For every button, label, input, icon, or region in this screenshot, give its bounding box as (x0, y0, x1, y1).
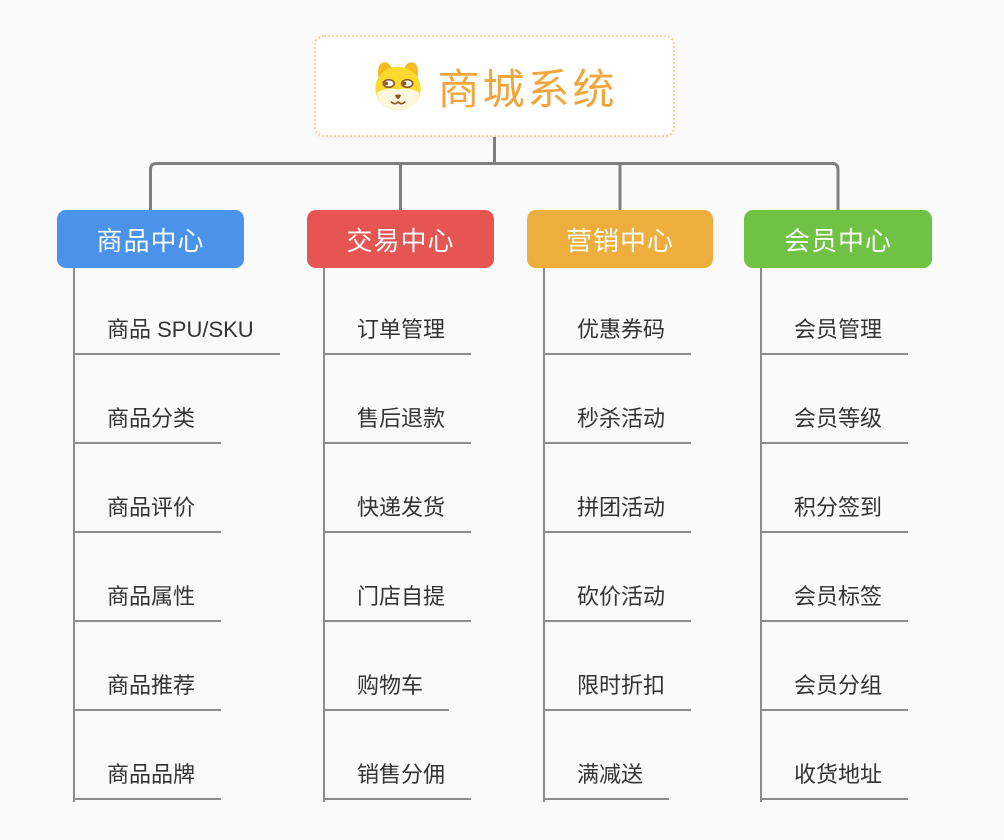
leaf-label: 商品评价 (73, 493, 222, 533)
leaf-label: 购物车 (323, 671, 450, 711)
leaf-item[interactable]: 售后退款 (323, 404, 472, 444)
leaf-item[interactable]: 会员管理 (760, 315, 909, 355)
leaf-label: 订单管理 (323, 315, 472, 355)
leaf-item[interactable]: 限时折扣 (543, 671, 692, 711)
leaf-item[interactable]: 商品分类 (73, 404, 222, 444)
leaf-item[interactable]: 积分签到 (760, 493, 909, 533)
leaf-label: 门店自提 (323, 582, 472, 622)
branch-node-member-center[interactable]: 会员中心 (744, 210, 932, 268)
branch-trunk-line (543, 268, 545, 802)
dog-face-icon (371, 60, 425, 112)
leaf-label: 砍价活动 (543, 582, 692, 622)
leaf-label: 收货地址 (760, 760, 909, 800)
leaf-item[interactable]: 购物车 (323, 671, 450, 711)
leaf-item[interactable]: 优惠券码 (543, 315, 692, 355)
branch-label: 商品中心 (96, 225, 205, 256)
leaf-item[interactable]: 商品评价 (73, 493, 222, 533)
root-title: 商城系统 (437, 65, 618, 113)
leaf-item[interactable]: 快递发货 (323, 493, 472, 533)
leaf-label: 会员标签 (760, 582, 909, 622)
leaf-label: 商品推荐 (73, 671, 222, 711)
leaf-label: 限时折扣 (543, 671, 692, 711)
leaf-item[interactable]: 会员分组 (760, 671, 909, 711)
branch-trunk-line (760, 268, 762, 802)
leaf-label: 优惠券码 (543, 315, 692, 355)
branch-column-trade-center: 订单管理售后退款快递发货门店自提购物车销售分佣 (323, 268, 563, 802)
leaf-item[interactable]: 商品 SPU/SKU (73, 315, 280, 355)
leaf-label: 快递发货 (323, 493, 472, 533)
branch-node-product-center[interactable]: 商品中心 (57, 210, 244, 268)
leaf-item[interactable]: 销售分佣 (323, 760, 472, 800)
leaf-label: 商品品牌 (73, 760, 222, 800)
branch-label: 交易中心 (346, 225, 455, 256)
leaf-label: 商品分类 (73, 404, 222, 444)
leaf-label: 商品 SPU/SKU (73, 315, 280, 355)
branch-label: 会员中心 (783, 225, 892, 256)
leaf-item[interactable]: 会员标签 (760, 582, 909, 622)
leaf-label: 会员管理 (760, 315, 909, 355)
leaf-label: 商品属性 (73, 582, 222, 622)
leaf-label: 秒杀活动 (543, 404, 692, 444)
leaf-item[interactable]: 商品推荐 (73, 671, 222, 711)
branch-column-product-center: 商品 SPU/SKU 商品分类商品评价商品属性商品推荐商品品牌 (73, 268, 313, 802)
leaf-item[interactable]: 商品品牌 (73, 760, 222, 800)
leaf-label: 会员分组 (760, 671, 909, 711)
leaf-label: 拼团活动 (543, 493, 692, 533)
leaf-label: 会员等级 (760, 404, 909, 444)
branch-node-marketing-center[interactable]: 营销中心 (527, 210, 713, 268)
branch-column-marketing-center: 优惠券码秒杀活动拼团活动砍价活动限时折扣满减送 (543, 268, 783, 802)
leaf-item[interactable]: 拼团活动 (543, 493, 692, 533)
leaf-item[interactable]: 订单管理 (323, 315, 472, 355)
leaf-item[interactable]: 商品属性 (73, 582, 222, 622)
leaf-item[interactable]: 门店自提 (323, 582, 472, 622)
root-node[interactable]: 商城系统 (314, 35, 675, 137)
leaf-label: 积分签到 (760, 493, 909, 533)
branch-node-trade-center[interactable]: 交易中心 (307, 210, 494, 268)
leaf-item[interactable]: 收货地址 (760, 760, 909, 800)
leaf-label: 销售分佣 (323, 760, 472, 800)
branch-column-member-center: 会员管理会员等级积分签到会员标签会员分组收货地址 (760, 268, 1000, 802)
branch-trunk-line (73, 268, 75, 802)
branch-label: 营销中心 (565, 225, 674, 256)
branch-trunk-line (323, 268, 325, 802)
leaf-item[interactable]: 会员等级 (760, 404, 909, 444)
leaf-label: 售后退款 (323, 404, 472, 444)
leaf-label: 满减送 (543, 760, 670, 800)
leaf-item[interactable]: 满减送 (543, 760, 670, 800)
leaf-item[interactable]: 秒杀活动 (543, 404, 692, 444)
leaf-item[interactable]: 砍价活动 (543, 582, 692, 622)
